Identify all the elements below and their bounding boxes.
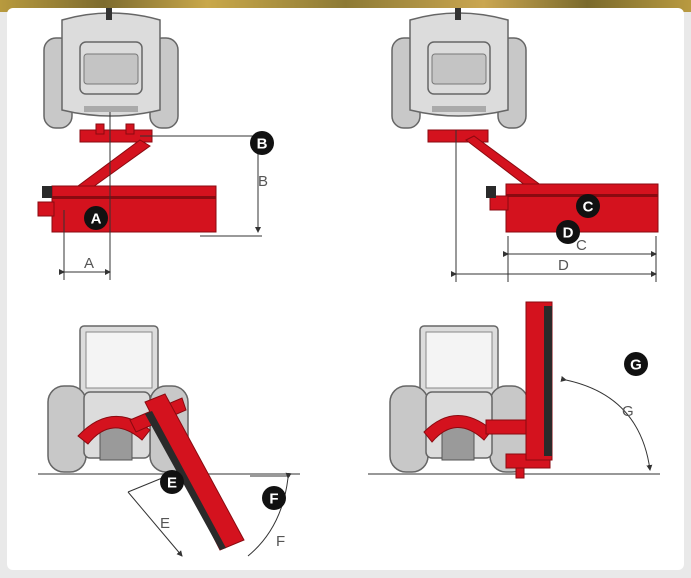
tractor-rear-view [389,325,529,473]
dimension-lines-g [560,376,653,471]
dimension-label-d: D [558,257,569,274]
svg-text:E: E [167,475,177,492]
panel-top-view-left [37,8,262,280]
badge-c: C [576,194,600,218]
badge-e: E [160,470,184,494]
svg-text:B: B [257,136,268,153]
svg-text:G: G [630,357,642,374]
dimension-label-a: A [84,255,94,272]
badge-a: A [84,206,108,230]
tractor-top-view [391,8,527,129]
dimension-lines-a-b [59,112,262,280]
mower-arm-vertical [423,301,553,479]
dimension-label-c: C [576,237,587,254]
mower-top-view [427,129,659,233]
dimension-lines-c-d [451,130,657,282]
badge-b: B [250,131,274,155]
dimension-label-b: B [258,173,268,190]
svg-text:D: D [563,225,574,242]
badge-f: F [262,486,286,510]
panel-rear-view-lowered [38,325,300,557]
svg-text:C: C [583,199,594,216]
panel-top-view-right [391,8,659,282]
svg-text:A: A [91,211,102,228]
dimension-label-f: F [276,533,285,550]
tractor-top-view [43,8,179,129]
badge-g: G [624,352,648,376]
dimension-label-e: E [160,515,170,532]
mower-top-view [37,123,217,233]
mower-arm-lowered [77,393,245,551]
svg-text:F: F [269,491,278,508]
panel-rear-view-vertical [368,301,660,479]
badge-d: D [556,220,580,244]
dimension-label-g: G [622,403,634,420]
